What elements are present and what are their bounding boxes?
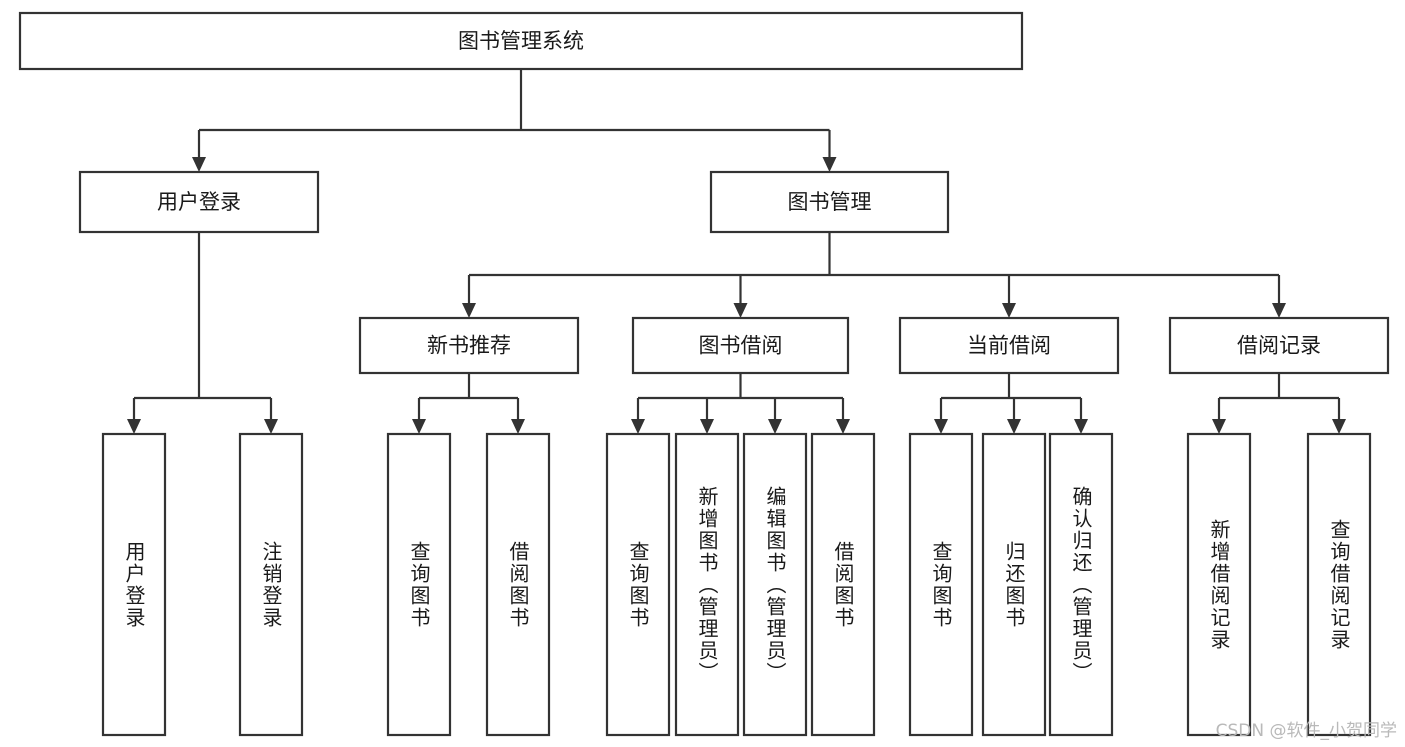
leaf-rect[interactable] [908,432,974,737]
leaf-box[interactable] [238,432,304,737]
arrowhead-icon [1332,419,1346,434]
leaf-box[interactable] [908,432,974,737]
leaf-box[interactable] [674,432,740,737]
leaf-rect[interactable] [1186,432,1252,737]
level2-rect[interactable] [1168,316,1390,375]
arrowhead-icon [412,419,426,434]
level2-label: 借阅记录 [1237,334,1321,358]
arrowhead-icon [700,419,714,434]
level2-box[interactable]: 借阅记录 [1168,316,1390,375]
root-box[interactable]: 图书管理系统 [18,11,1024,71]
leaf-rect[interactable] [810,432,876,737]
level1-box[interactable]: 用户登录 [78,170,320,234]
level2-box[interactable]: 新书推荐 [358,316,580,375]
arrowhead-icon [462,303,476,318]
level1-label: 用户登录 [157,190,241,214]
arrowhead-icon [264,419,278,434]
level1-box[interactable]: 图书管理 [709,170,950,234]
leaf-rect[interactable] [1048,432,1114,737]
arrowhead-icon [836,419,850,434]
arrowhead-icon [733,303,748,318]
root-rect[interactable] [18,11,1024,71]
leaf-rect[interactable] [101,432,167,737]
level2-label: 图书借阅 [699,334,783,358]
arrowhead-icon [127,419,141,434]
level1-rect[interactable] [78,170,320,234]
leaf-rect[interactable] [238,432,304,737]
level2-rect[interactable] [631,316,850,375]
leaf-box[interactable] [485,432,551,737]
leaf-rect[interactable] [1306,432,1372,737]
level2-label: 当前借阅 [967,334,1051,358]
arrowhead-icon [1074,419,1088,434]
leaf-box[interactable] [1306,432,1372,737]
leaf-rect[interactable] [981,432,1047,737]
leaf-box[interactable] [742,432,808,737]
arrowhead-icon [1007,419,1021,434]
level2-box[interactable]: 当前借阅 [898,316,1120,375]
leaf-box[interactable] [1048,432,1114,737]
arrowhead-icon [511,419,525,434]
leaf-rect[interactable] [605,432,671,737]
leaf-box[interactable] [386,432,452,737]
level2-rect[interactable] [358,316,580,375]
leaf-box[interactable] [810,432,876,737]
leaf-box[interactable] [101,432,167,737]
leaf-box[interactable] [605,432,671,737]
arrowhead-icon [1272,303,1286,318]
connectors-layer [127,69,1346,434]
arrowhead-icon [1002,303,1016,318]
arrowhead-icon [192,157,206,172]
leaf-rect[interactable] [485,432,551,737]
leaf-rect[interactable] [386,432,452,737]
level2-label: 新书推荐 [427,334,511,358]
arrowhead-icon [822,157,837,172]
leaf-rect[interactable] [674,432,740,737]
root-label: 图书管理系统 [458,29,584,53]
level2-rect[interactable] [898,316,1120,375]
leaf-box[interactable] [1186,432,1252,737]
leaf-rect[interactable] [742,432,808,737]
arrowhead-icon [1212,419,1226,434]
leaf-box[interactable] [981,432,1047,737]
level1-rect[interactable] [709,170,950,234]
arrowhead-icon [768,419,782,434]
level2-box[interactable]: 图书借阅 [631,316,850,375]
level1-label: 图书管理 [788,190,872,214]
arrowhead-icon [934,419,948,434]
arrowhead-icon [631,419,645,434]
